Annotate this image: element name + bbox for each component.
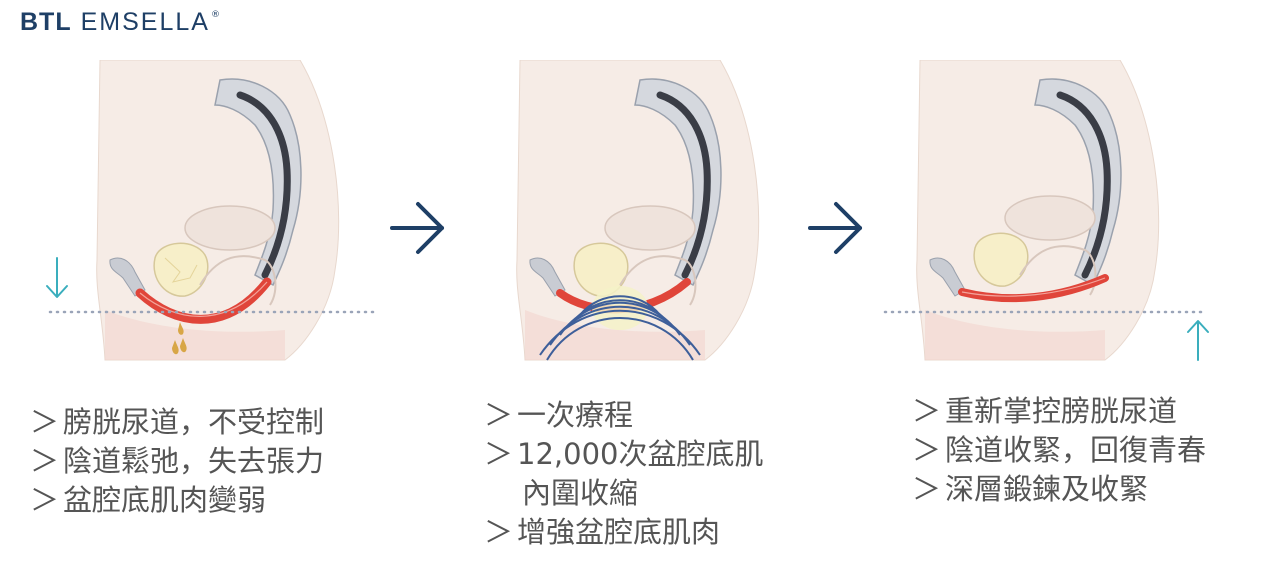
panel-treatment-text: ＞一次療程 ＞12,000次盆腔底肌 內圍收縮 ＞增強盆腔底肌肉 [484, 396, 764, 552]
registered-mark: ® [210, 10, 220, 20]
bullet: ＞ [912, 394, 942, 428]
panel-after-text: ＞重新掌控膀胱尿道 ＞陰道收緊，回復青春 ＞深層鍛鍊及收緊 [912, 392, 1206, 509]
list-item: ＞增強盆腔底肌肉 [484, 513, 764, 552]
list-item: ＞陰道收緊，回復青春 [912, 431, 1206, 470]
bullet: ＞ [30, 444, 60, 478]
list-item: ＞陰道鬆弛，失去張力 [30, 442, 324, 481]
pelvic-floor-muscle [958, 274, 1109, 303]
bullet: ＞ [912, 472, 942, 506]
panel-before-illustration [35, 60, 380, 370]
list-item-text: 一次療程 [517, 398, 634, 432]
brand-name-bold: BTL [20, 8, 72, 36]
leak-drop [180, 338, 187, 353]
list-item: ＞重新掌控膀胱尿道 [912, 392, 1206, 431]
leak-drop [178, 322, 184, 335]
list-item-text: 盆腔底肌肉變弱 [63, 483, 267, 517]
brand-name-light: EMSELLA [80, 8, 210, 36]
panel-before-text: ＞膀胱尿道，不受控制 ＞陰道鬆弛，失去張力 ＞盆腔底肌肉變弱 [30, 403, 324, 520]
stimulation-glow [592, 286, 648, 330]
leak-drop [172, 340, 179, 355]
electromagnetic-waves [539, 295, 701, 361]
list-item-text: 增強盆腔底肌肉 [517, 515, 721, 549]
list-item-text: 12,000次盆腔底肌 [517, 437, 764, 471]
list-item: ＞12,000次盆腔底肌 [484, 435, 764, 474]
panel-treatment-illustration [485, 60, 805, 370]
list-item-text: 內圍收縮 [522, 476, 639, 510]
bladder [153, 242, 209, 297]
pelvic-floor-muscle [135, 277, 272, 324]
list-item-text: 膀胱尿道，不受控制 [63, 405, 325, 439]
uterus [604, 205, 696, 251]
bullet: ＞ [30, 483, 60, 517]
uterus [1004, 195, 1096, 241]
list-item: ＞深層鍛鍊及收緊 [912, 470, 1206, 509]
bladder [573, 242, 629, 297]
right-arrow-icon [808, 202, 862, 254]
list-item: ＞盆腔底肌肉變弱 [30, 481, 324, 520]
panel-after-illustration [880, 60, 1225, 370]
list-item-text: 深層鍛鍊及收緊 [945, 472, 1149, 506]
list-item-text: 陰道收緊，回復青春 [945, 433, 1207, 467]
list-item: ＞一次療程 [484, 396, 764, 435]
brand-logo: BTL EMSELLA ® [20, 8, 220, 42]
bullet: ＞ [484, 515, 514, 549]
list-item-text: 陰道鬆弛，失去張力 [63, 444, 325, 478]
right-arrow-icon [390, 202, 444, 254]
bullet: ＞ [30, 405, 60, 439]
list-item-continuation: 內圍收縮 [484, 474, 764, 513]
bullet: ＞ [484, 437, 514, 471]
down-arrow-icon [46, 257, 68, 298]
uterus [184, 205, 276, 251]
up-arrow-icon [1187, 320, 1209, 361]
list-item-text: 重新掌控膀胱尿道 [945, 394, 1178, 428]
bullet: ＞ [484, 398, 514, 432]
bladder [973, 232, 1029, 287]
bullet: ＞ [912, 433, 942, 467]
list-item: ＞膀胱尿道，不受控制 [30, 403, 324, 442]
